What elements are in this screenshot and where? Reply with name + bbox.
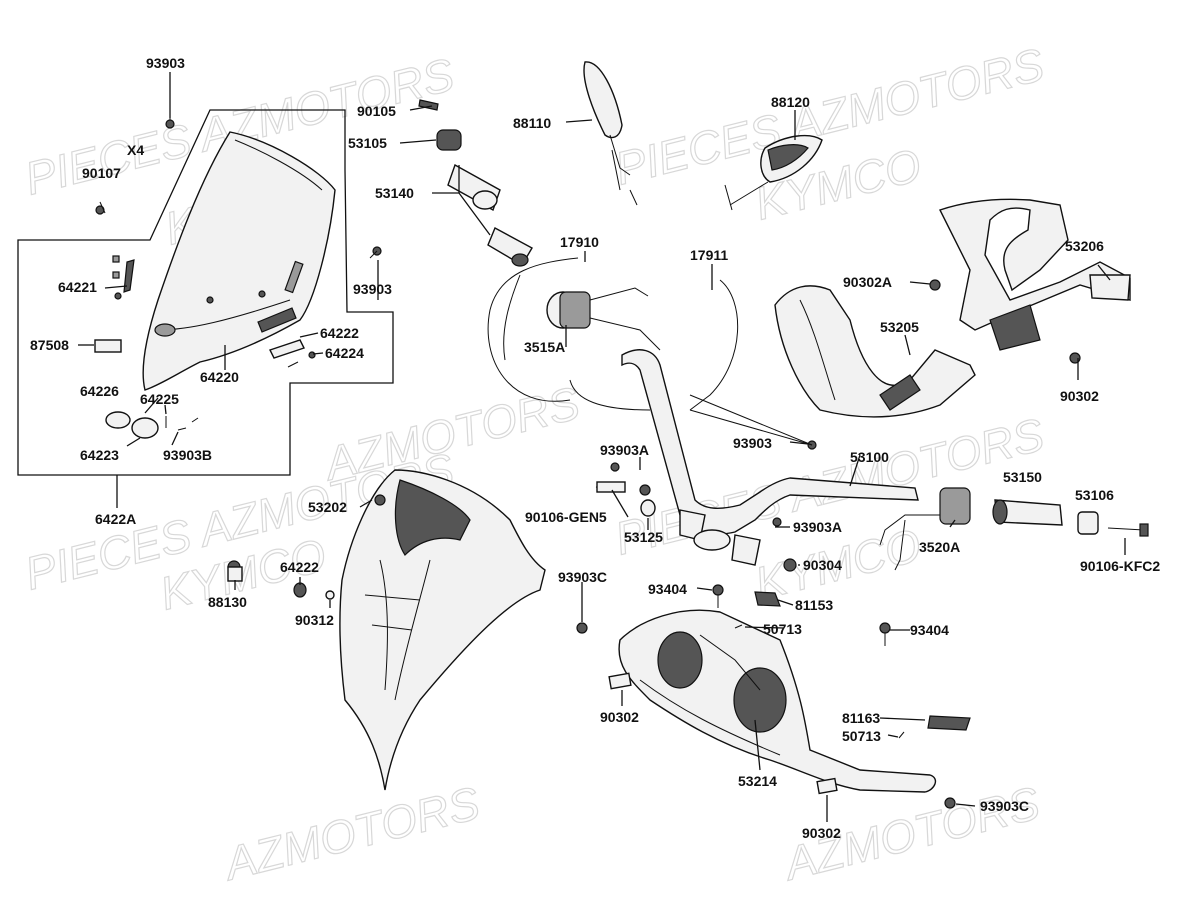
- quantity-note: X4: [127, 142, 144, 158]
- watermark-group: PIECES AZMOTORS KYMCO PIECES AZMOTORS KY…: [19, 37, 1050, 891]
- part-label: 88120: [771, 94, 810, 110]
- part-label: 53140: [375, 185, 414, 201]
- part-label: 90302A: [843, 274, 892, 290]
- watermark-text: AZMOTORS: [217, 776, 485, 890]
- part-label: 53205: [880, 319, 919, 335]
- bottom-cover-53214: [618, 609, 937, 793]
- part-label: 93903: [733, 435, 772, 451]
- handlebar-part: [595, 349, 919, 566]
- part-label: 93903C: [980, 798, 1029, 814]
- part-label: 64222: [320, 325, 359, 341]
- part-label: 64220: [200, 369, 239, 385]
- part-label: 64222: [280, 559, 319, 575]
- part-label: 88110: [513, 115, 551, 131]
- part-label: 81163: [842, 710, 880, 726]
- part-label: 81153: [795, 597, 833, 613]
- windshield-hardware: [94, 110, 382, 439]
- part-label: 93903B: [163, 447, 212, 463]
- part-label: 93903: [353, 281, 392, 297]
- part-label: 90302: [600, 709, 639, 725]
- throttle-assembly: [487, 257, 739, 411]
- mirror-right: [724, 134, 823, 211]
- part-label: 53125: [624, 529, 663, 545]
- part-label: 87508: [30, 337, 69, 353]
- leader-lines: [78, 72, 1126, 822]
- front-upper-cover-53205: [774, 285, 976, 418]
- windshield-part: [142, 131, 336, 391]
- part-label: 3520A: [919, 539, 960, 555]
- part-label: 64226: [80, 383, 119, 399]
- part-label: 53150: [1003, 469, 1042, 485]
- part-label: 53100: [850, 449, 889, 465]
- part-label: 90302: [1060, 388, 1099, 404]
- misc-fasteners: [227, 279, 1081, 809]
- part-label: 90302: [802, 825, 841, 841]
- part-label: 93404: [910, 622, 949, 638]
- part-label: 64225: [140, 391, 179, 407]
- rear-cover-53206: [939, 198, 1131, 351]
- part-labels: 93903 X4 90107 90105 53105 53140 88110 8…: [30, 55, 1160, 841]
- part-label: 53105: [348, 135, 387, 151]
- grip-right-parts: [879, 487, 1149, 571]
- part-label: 93404: [648, 581, 687, 597]
- part-label: 50713: [842, 728, 881, 744]
- part-label: 53202: [308, 499, 347, 515]
- part-label: 17910: [560, 234, 599, 250]
- part-label: 64223: [80, 447, 119, 463]
- part-label: 93903A: [600, 442, 649, 458]
- part-label: 53106: [1075, 487, 1114, 503]
- windshield-group-outline: [17, 109, 394, 476]
- part-label: 6422A: [95, 511, 136, 527]
- part-label: 93903C: [558, 569, 607, 585]
- part-label: 90105: [357, 103, 396, 119]
- part-label: 93903: [146, 55, 185, 71]
- part-label: 93903A: [793, 519, 842, 535]
- part-label: 17911: [690, 247, 728, 263]
- grip-left-parts: [418, 99, 533, 267]
- part-label: 90107: [82, 165, 121, 181]
- part-label: 90106-GEN5: [525, 509, 607, 525]
- part-label: 50713: [763, 621, 802, 637]
- part-label: 90312: [295, 612, 334, 628]
- part-label: 64224: [325, 345, 364, 361]
- part-label: 88130: [208, 594, 247, 610]
- part-label: 90106-KFC2: [1080, 558, 1160, 574]
- mirror-left: [583, 61, 638, 206]
- front-panel-53202: [339, 469, 546, 791]
- part-label: 53214: [738, 773, 777, 789]
- part-label: 3515A: [524, 339, 565, 355]
- part-label: 64221: [58, 279, 97, 295]
- part-label: 53206: [1065, 238, 1104, 254]
- part-label: 90304: [803, 557, 842, 573]
